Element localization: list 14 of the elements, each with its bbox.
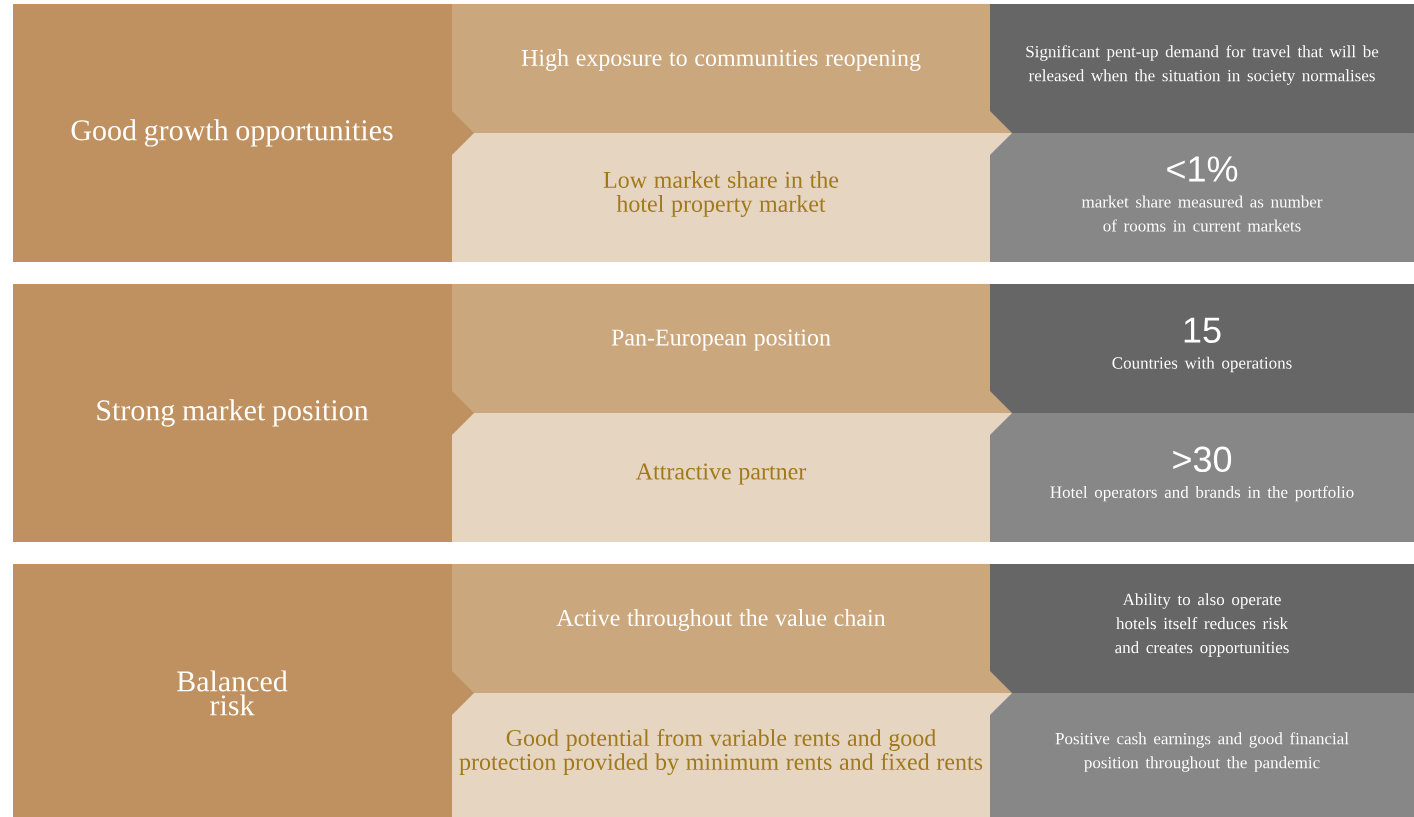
category-box: Good growth opportunities xyxy=(13,4,474,262)
strength-box: Attractive partner xyxy=(452,413,1012,542)
fact-box: Ability to also operate hotels itself reduces risk and creates opportunities xyxy=(990,564,1414,693)
strength-box: High exposure to communities reopening xyxy=(452,4,1012,133)
strength-box: Pan-European position xyxy=(452,284,1012,413)
fact-box: >30 Hotel operators and brands in the portfolio xyxy=(990,413,1414,542)
strength-box: Good potential from variable rents and good protection provided by minimum rents and fixed rents xyxy=(452,693,1012,817)
strength-box: Low market share in the hotel property market xyxy=(452,133,1012,262)
fact-box: Significant pent-up demand for travel that will be released when the situation in society normalises xyxy=(990,4,1414,133)
strength-box: Active throughout the value chain xyxy=(452,564,1012,693)
fact-box: Positive cash earnings and good financial position throughout the pandemic xyxy=(990,693,1414,817)
fact-box: 15 Countries with operations xyxy=(990,284,1414,413)
fact-box: <1% market share measured as number of rooms in current markets xyxy=(990,133,1414,262)
category-box: Strong market position xyxy=(13,284,474,542)
